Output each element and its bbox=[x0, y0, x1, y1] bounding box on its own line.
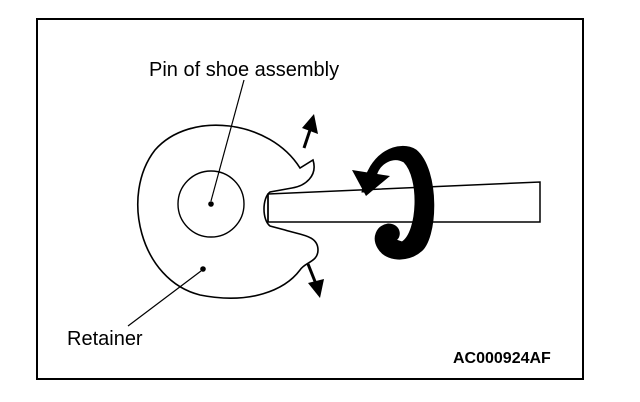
spread-arrow-down-icon bbox=[306, 263, 324, 298]
retainer-dot bbox=[200, 266, 206, 272]
figure-code: AC000924AF bbox=[453, 350, 551, 367]
tool-shaft bbox=[267, 181, 541, 223]
pin-leader-line bbox=[210, 79, 245, 202]
rotation-arrow-icon bbox=[361, 145, 435, 260]
retainer-leader-line bbox=[127, 270, 202, 327]
retainer-label: Retainer bbox=[67, 328, 143, 350]
pin-dot bbox=[208, 201, 214, 207]
spread-arrow-up-icon bbox=[302, 114, 318, 149]
figure-frame bbox=[36, 18, 584, 380]
pin-label: Pin of shoe assembly bbox=[149, 59, 340, 81]
rotation-arrow-head bbox=[352, 170, 390, 196]
